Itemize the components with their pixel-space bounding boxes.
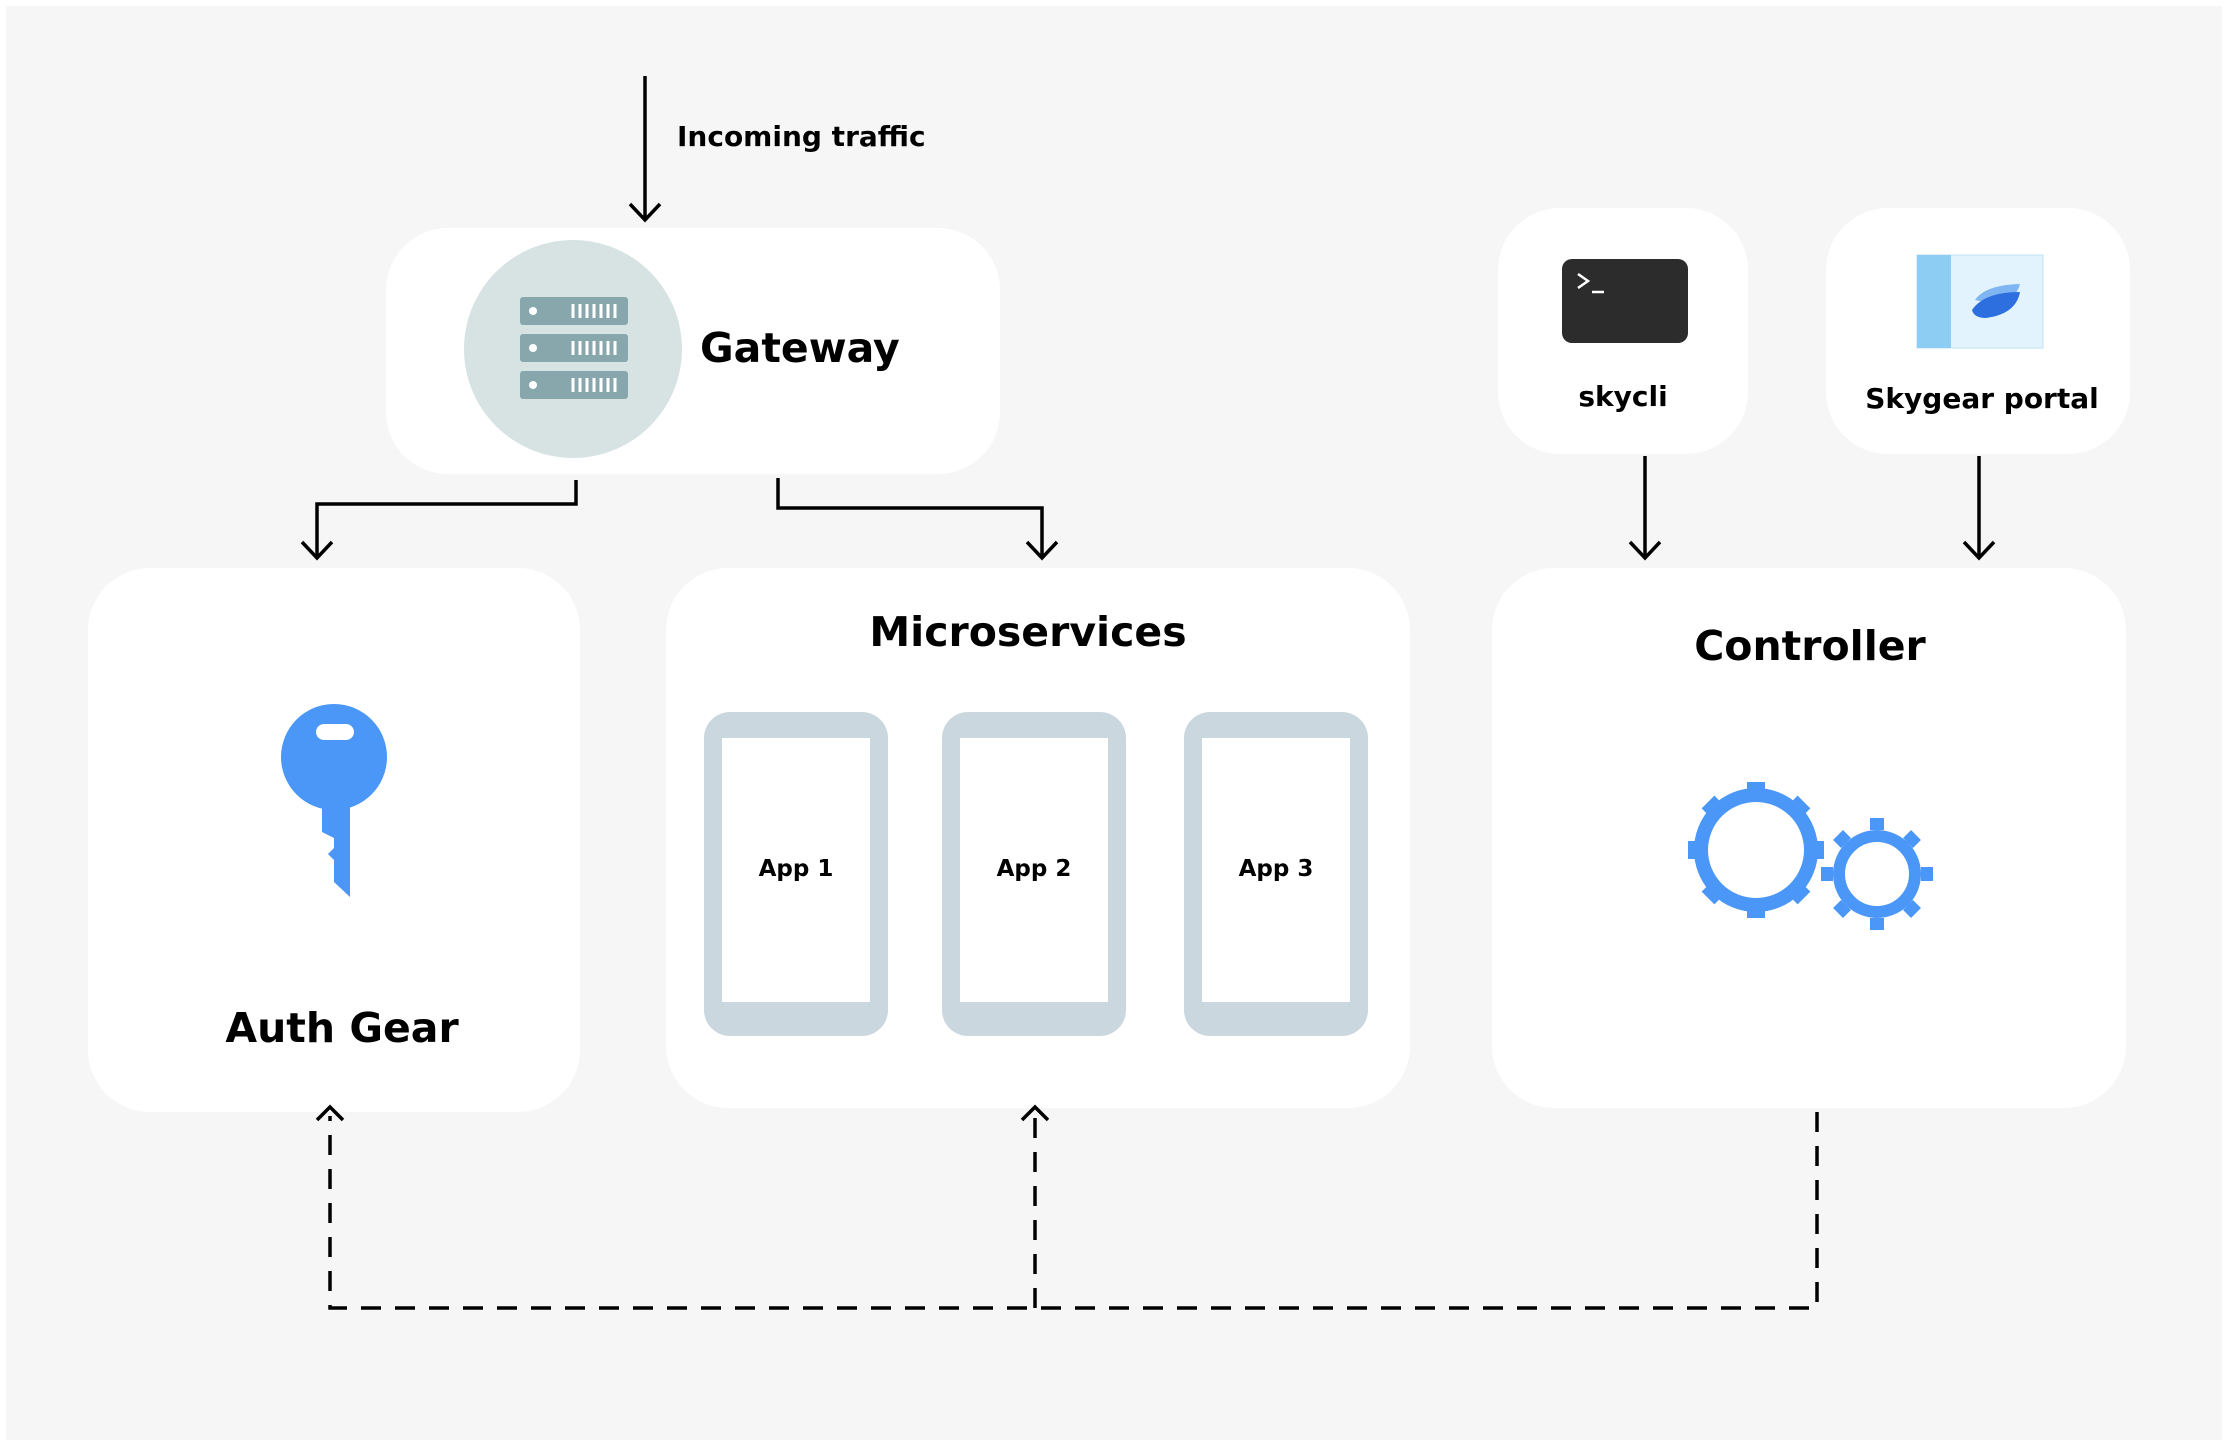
app-label: App 2 xyxy=(996,856,1072,882)
app-card-2: App 2 xyxy=(942,712,1126,1036)
incoming-traffic-label: Incoming traffic xyxy=(677,120,926,153)
controller-title: Controller xyxy=(1694,622,1926,670)
app-screen xyxy=(1202,738,1350,1002)
gateway-card xyxy=(386,228,1000,474)
skycli-card xyxy=(1498,208,1748,454)
authgear-title: Auth Gear xyxy=(225,1004,459,1052)
app-card-1: App 1 xyxy=(704,712,888,1036)
app-screen xyxy=(722,738,870,1002)
app-screen xyxy=(960,738,1108,1002)
gateway-title: Gateway xyxy=(700,324,900,372)
app-card-3: App 3 xyxy=(1184,712,1368,1036)
microservices-title: Microservices xyxy=(869,608,1187,656)
app-label: App 3 xyxy=(1238,856,1314,882)
app-label: App 1 xyxy=(758,856,834,882)
skycli-title: skycli xyxy=(1578,380,1668,413)
portal-title: Skygear portal xyxy=(1865,382,2099,415)
portal-card xyxy=(1826,208,2130,454)
